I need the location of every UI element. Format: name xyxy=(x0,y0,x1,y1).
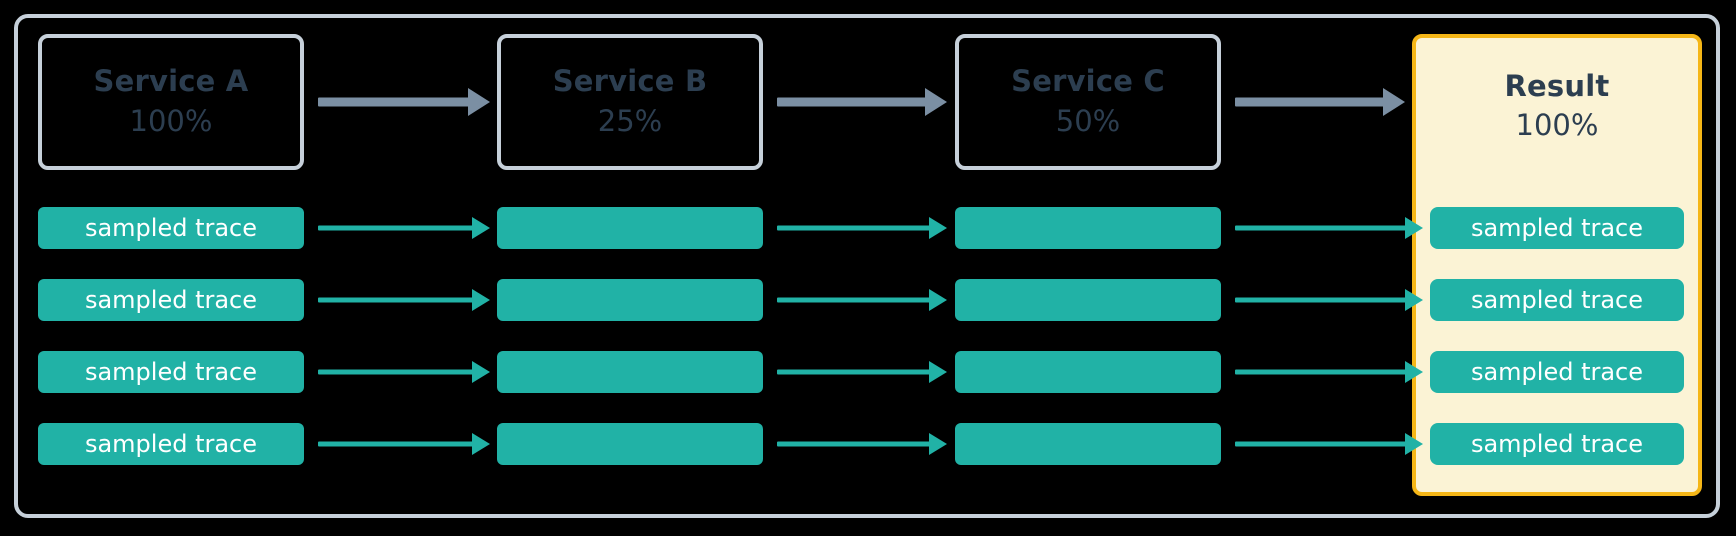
arrow-shaft xyxy=(1235,441,1407,447)
arrow-shaft xyxy=(318,297,474,303)
arrow-right-icon-trace-2-c-result xyxy=(1235,286,1423,314)
service-a-percent: 100% xyxy=(129,103,213,138)
arrow-head xyxy=(925,88,947,116)
result-percent: 100% xyxy=(1515,108,1599,143)
result-header: Result 100% xyxy=(1416,68,1698,145)
arrow-shaft xyxy=(318,97,470,107)
arrow-head xyxy=(929,289,947,311)
arrow-right-icon-trace-3-c-result xyxy=(1235,358,1423,386)
service-b-percent: 25% xyxy=(597,103,663,138)
service-box-service-b[interactable]: Service B 25% xyxy=(497,34,763,170)
arrow-right-icon-trace-2-a-b xyxy=(318,286,490,314)
arrow-right-icon-trace-4-c-result xyxy=(1235,430,1423,458)
arrow-head xyxy=(468,88,490,116)
arrow-head xyxy=(1405,361,1423,383)
arrow-head xyxy=(472,433,490,455)
arrow-head xyxy=(1405,289,1423,311)
service-c-title: Service C xyxy=(1011,64,1165,99)
trace-bar-service-c-3[interactable] xyxy=(955,351,1221,393)
service-a-title: Service A xyxy=(93,64,249,99)
arrow-shaft xyxy=(777,225,931,231)
arrow-right-icon-service-a-to-service-b xyxy=(318,88,490,116)
service-box-service-a[interactable]: Service A 100% xyxy=(38,34,304,170)
arrow-right-icon-trace-2-b-c xyxy=(777,286,947,314)
arrow-head xyxy=(1405,433,1423,455)
arrow-right-icon-trace-1-b-c xyxy=(777,214,947,242)
arrow-shaft xyxy=(318,369,474,375)
arrow-shaft xyxy=(777,369,931,375)
arrow-shaft xyxy=(318,441,474,447)
arrow-head xyxy=(1405,217,1423,239)
arrow-head xyxy=(929,361,947,383)
arrow-right-icon-trace-1-a-b xyxy=(318,214,490,242)
trace-bar-result-2[interactable]: sampled trace xyxy=(1430,279,1684,321)
arrow-right-icon-trace-4-b-c xyxy=(777,430,947,458)
arrow-shaft xyxy=(1235,97,1385,107)
service-b-title: Service B xyxy=(552,64,708,99)
service-c-percent: 50% xyxy=(1055,103,1121,138)
arrow-shaft xyxy=(777,297,931,303)
trace-bar-service-c-2[interactable] xyxy=(955,279,1221,321)
trace-bar-service-a-1[interactable]: sampled trace xyxy=(38,207,304,249)
arrow-head xyxy=(1383,88,1405,116)
arrow-right-icon-service-c-to-result xyxy=(1235,88,1405,116)
arrow-right-icon-trace-3-b-c xyxy=(777,358,947,386)
arrow-shaft xyxy=(1235,225,1407,231)
trace-bar-result-4[interactable]: sampled trace xyxy=(1430,423,1684,465)
trace-bar-result-3[interactable]: sampled trace xyxy=(1430,351,1684,393)
arrow-right-icon-trace-1-c-result xyxy=(1235,214,1423,242)
trace-bar-service-b-4[interactable] xyxy=(497,423,763,465)
arrow-shaft xyxy=(1235,369,1407,375)
arrow-shaft xyxy=(777,441,931,447)
result-title: Result xyxy=(1504,69,1610,103)
trace-bar-service-c-1[interactable] xyxy=(955,207,1221,249)
arrow-shaft xyxy=(1235,297,1407,303)
trace-bar-result-1[interactable]: sampled trace xyxy=(1430,207,1684,249)
arrow-right-icon-trace-4-a-b xyxy=(318,430,490,458)
arrow-head xyxy=(472,289,490,311)
arrow-head xyxy=(929,217,947,239)
arrow-head xyxy=(929,433,947,455)
arrow-right-icon-service-b-to-service-c xyxy=(777,88,947,116)
arrow-shaft xyxy=(777,97,927,107)
trace-bar-service-a-3[interactable]: sampled trace xyxy=(38,351,304,393)
arrow-head xyxy=(472,217,490,239)
trace-bar-service-a-4[interactable]: sampled trace xyxy=(38,423,304,465)
result-column-panel: Result 100% xyxy=(1412,34,1702,496)
trace-bar-service-b-2[interactable] xyxy=(497,279,763,321)
arrow-right-icon-trace-3-a-b xyxy=(318,358,490,386)
arrow-head xyxy=(472,361,490,383)
trace-bar-service-b-3[interactable] xyxy=(497,351,763,393)
trace-bar-service-b-1[interactable] xyxy=(497,207,763,249)
service-box-service-c[interactable]: Service C 50% xyxy=(955,34,1221,170)
trace-bar-service-c-4[interactable] xyxy=(955,423,1221,465)
diagram-outer-frame xyxy=(14,14,1720,518)
arrow-shaft xyxy=(318,225,474,231)
trace-bar-service-a-2[interactable]: sampled trace xyxy=(38,279,304,321)
